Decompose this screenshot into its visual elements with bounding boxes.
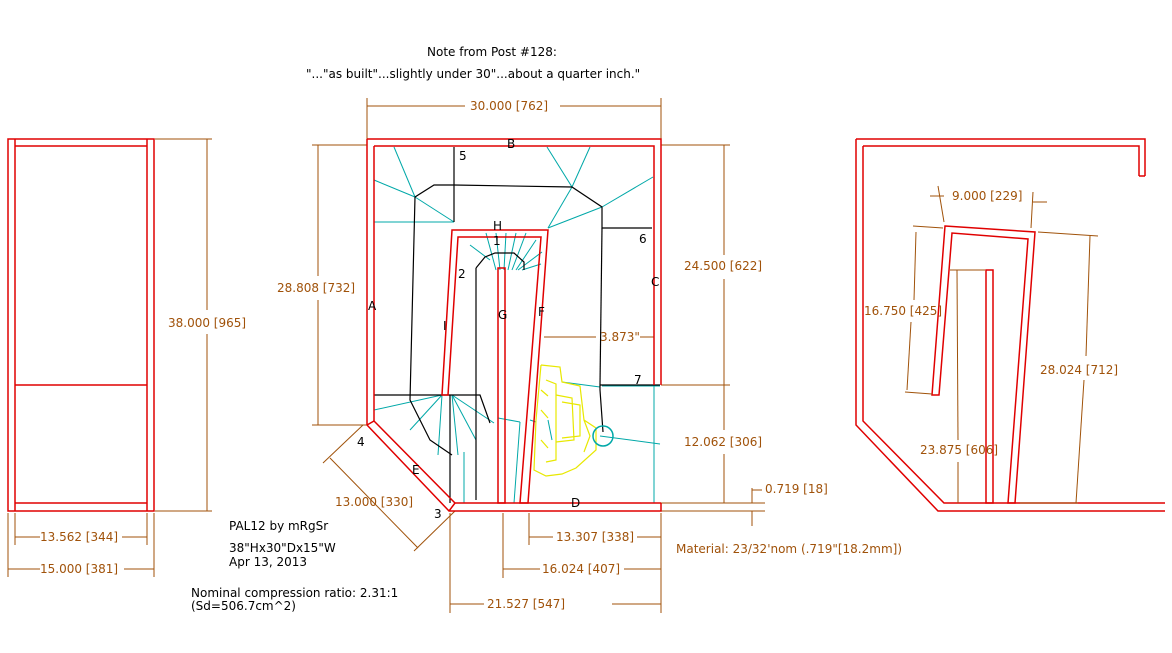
right-mid-dim: 23.875 [606] — [920, 443, 998, 457]
right-right-dim: 28.024 [712] — [1040, 363, 1118, 377]
gap-dim: 3.873" — [600, 330, 640, 344]
right-left-dim: 16.750 [425] — [864, 304, 942, 318]
diagonal-dim: 13.000 [330] — [335, 495, 413, 509]
right-top-dim: 9.000 [229] — [952, 189, 1022, 203]
credit-name: PAL12 by mRgSr — [229, 519, 328, 533]
horn-rays — [373, 146, 661, 504]
label-7: 7 — [634, 373, 642, 387]
front-dimensions — [7, 138, 212, 577]
label-5: 5 — [459, 149, 467, 163]
label-D: D — [571, 496, 580, 510]
label-6: 6 — [639, 232, 647, 246]
note-text: "..."as built"...slightly under 30"...ab… — [306, 67, 640, 81]
front-inner-width-dim: 13.562 [344] — [40, 530, 118, 544]
front-outer-width-dim: 15.000 [381] — [40, 562, 118, 576]
label-B: B — [507, 137, 515, 151]
right-dimensions — [904, 185, 1099, 504]
path-lines — [374, 147, 660, 503]
label-F: F — [538, 305, 545, 319]
label-A: A — [368, 299, 377, 313]
label-C: C — [651, 275, 659, 289]
bottom-outer-dim: 21.527 [547] — [487, 597, 565, 611]
port-circle — [592, 425, 614, 447]
ratio-line1: Nominal compression ratio: 2.31:1 — [191, 586, 398, 600]
section-width-dim: 30.000 [762] — [470, 99, 548, 113]
material-note: Material: 23/32'nom (.719"[18.2mm]) — [676, 542, 902, 556]
credit-size: 38"Hx30"Dx15"W — [229, 541, 336, 555]
note-title: Note from Post #128: — [427, 45, 557, 59]
label-1: 1 — [493, 234, 501, 248]
front-height-dim: 38.000 [965] — [168, 316, 246, 330]
section-height-upper-dim: 24.500 [622] — [684, 259, 762, 273]
thickness-dim: 0.719 [18] — [765, 482, 828, 496]
label-E: E — [412, 463, 420, 477]
credit-date: Apr 13, 2013 — [229, 555, 307, 569]
section-panels — [366, 138, 662, 512]
right-view-panels — [855, 138, 1165, 512]
section-height-left-dim: 28.808 [732] — [277, 281, 355, 295]
label-3: 3 — [434, 507, 442, 521]
label-I: I — [443, 319, 447, 333]
bottom-inner-dim: 13.307 [338] — [556, 530, 634, 544]
section-dimensions — [312, 98, 765, 613]
label-H: H — [493, 219, 502, 233]
label-G: G — [498, 308, 507, 322]
ratio-line2: (Sd=506.7cm^2) — [191, 599, 296, 613]
driver-outline — [533, 364, 597, 477]
label-4: 4 — [357, 435, 365, 449]
front-outer-panel — [7, 138, 155, 512]
front-view — [7, 138, 155, 512]
bottom-mid-dim: 16.024 [407] — [542, 562, 620, 576]
section-height-lower-dim: 12.062 [306] — [684, 435, 762, 449]
label-2: 2 — [458, 267, 466, 281]
